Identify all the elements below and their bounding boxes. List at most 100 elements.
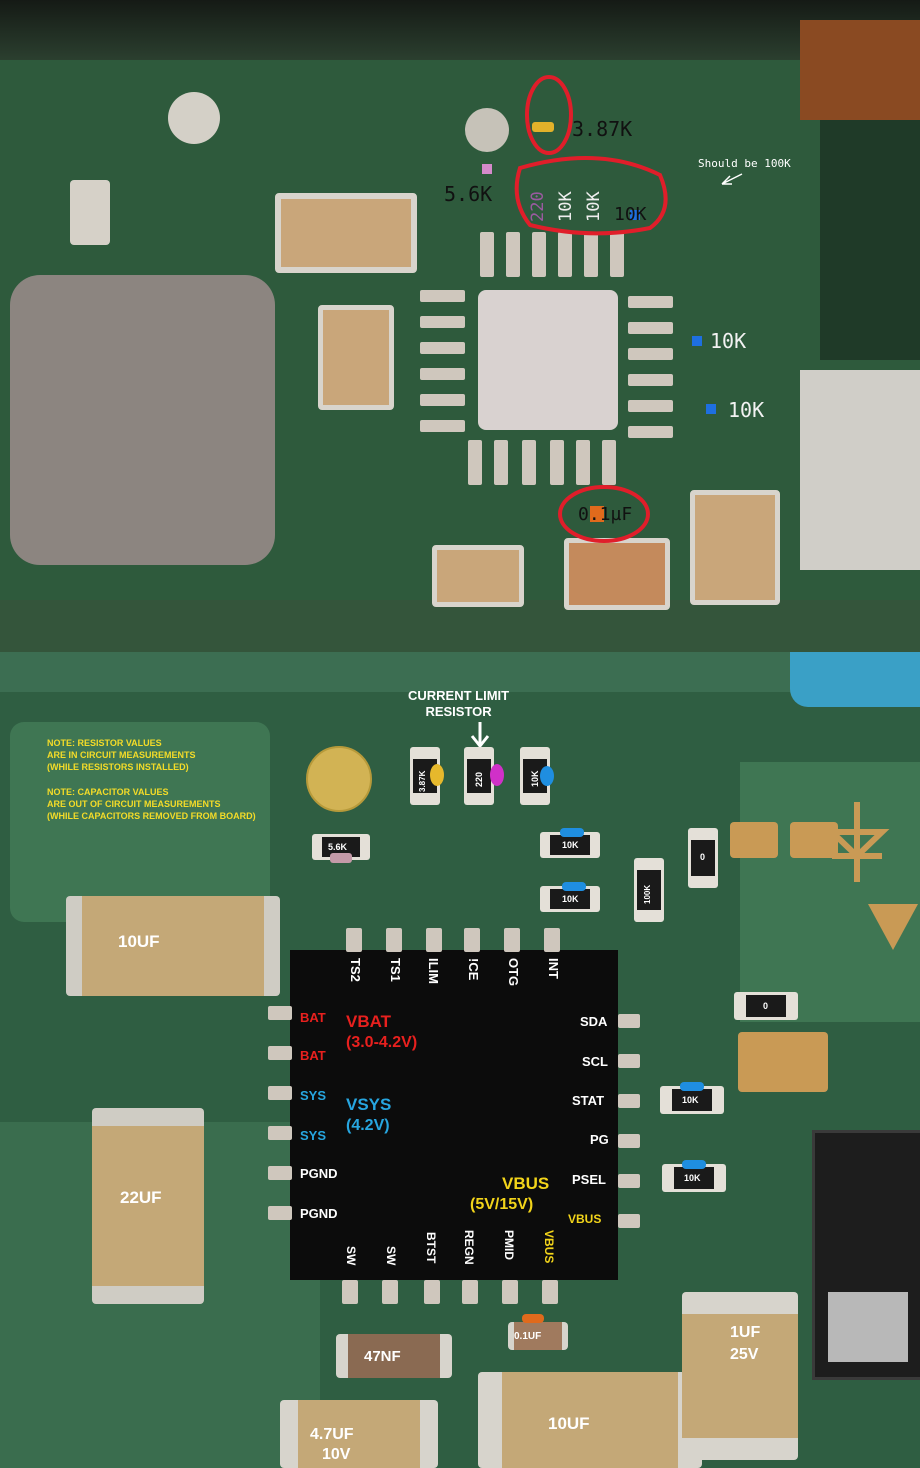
ic-pin [506, 232, 520, 277]
rail-vbus: VBUS [502, 1174, 550, 1193]
capacitor-22uf: 22UF [92, 1108, 204, 1304]
pin-ts2: TS2 [348, 958, 363, 982]
label-10k-a: 10K [556, 191, 576, 222]
ic-pin [464, 928, 480, 952]
resistor-label: 0 [763, 1001, 769, 1011]
copper-pad [730, 822, 778, 858]
ic-pin [628, 426, 673, 438]
capacitor-voltage: 10V [322, 1446, 351, 1463]
orange-connector [800, 20, 920, 120]
charger-ic [290, 950, 618, 1280]
resistor-0-b: 0 [734, 992, 798, 1020]
test-point [168, 92, 220, 144]
ic-pin [502, 1280, 518, 1304]
ic-pin [628, 400, 673, 412]
marker-orange [522, 1314, 544, 1323]
resistor-label: 10K [682, 1095, 699, 1105]
ic-pin [532, 232, 546, 277]
capacitor-voltage: 25V [730, 1346, 759, 1363]
resistor-10k-psel: 10K [662, 1164, 726, 1192]
ic-pin [544, 928, 560, 952]
capacitor [318, 305, 394, 410]
rail-vsys: VSYS [346, 1095, 392, 1114]
resistor-220: 220 [464, 747, 494, 805]
board-edge-bottom [0, 600, 920, 652]
annotation-circles [514, 75, 743, 543]
capacitor-4-7uf: 4.7UF 10V [280, 1400, 438, 1468]
resistor-label: 10K [684, 1173, 701, 1183]
pin-sda: SDA [580, 1014, 608, 1029]
capacitor-label: 10UF [118, 932, 160, 951]
capacitor-1uf: 1UF 25V [682, 1292, 798, 1460]
marker-blue [562, 882, 586, 891]
connector-housing [828, 1292, 908, 1362]
ic-pin [576, 440, 590, 485]
capacitor-10uf-bottom: 10UF [478, 1372, 702, 1468]
marker-blue [540, 766, 554, 786]
pin-sw-2: SW [384, 1246, 398, 1266]
capacitor-label: 1UF [730, 1324, 761, 1341]
resistor-10k-top: 10K [520, 747, 550, 805]
marker-pink [330, 853, 352, 863]
resistor-marker-blue [630, 210, 640, 220]
resistor-label: 10K [530, 770, 540, 787]
ic-pin [420, 342, 465, 354]
copper-pad [790, 822, 838, 858]
ic-pin [268, 1126, 292, 1140]
label-10k-e: 10K [728, 398, 765, 422]
label-10k-c: 10K [614, 204, 647, 225]
ic-pin [628, 322, 673, 334]
ic-pin [468, 440, 482, 485]
triangle-pad [868, 904, 918, 950]
capacitor [70, 180, 110, 245]
ic-pin [268, 1046, 292, 1060]
pin-sys-2: SYS [300, 1128, 327, 1143]
cyan-corner [790, 652, 920, 707]
pin-ilim: ILIM [426, 958, 441, 984]
resistor-label: 3.87K [418, 770, 427, 792]
capacitor [690, 490, 780, 605]
ic-pin [420, 420, 465, 432]
ic-pin [420, 368, 465, 380]
resistor-marker-yellow [532, 122, 554, 132]
note-resistor-values: NOTE: RESISTOR VALUES ARE IN CIRCUIT MEA… [47, 738, 196, 772]
resistor-label: 10K [562, 840, 579, 850]
rail-vbat: VBAT [346, 1012, 392, 1031]
pin-pgnd-1: PGND [300, 1166, 338, 1181]
note-arrow [721, 173, 743, 185]
capacitor-10uf-left: 10UF [66, 896, 280, 996]
pin-btst: BTST [424, 1232, 438, 1264]
ic-pin [342, 1280, 358, 1304]
pin-int: INT [546, 958, 561, 979]
red-circle-group [514, 156, 668, 236]
label-10k-d: 10K [710, 329, 747, 353]
ic-pin [268, 1006, 292, 1020]
note-capacitor-values: NOTE: CAPACITOR VALUES ARE OUT OF CIRCUI… [47, 787, 256, 821]
resistor-10k-1: 10K [540, 832, 600, 858]
capacitor-label: 4.7UF [310, 1426, 354, 1443]
ic-pin [480, 232, 494, 277]
red-circle-cap [558, 485, 650, 543]
ic-pin [420, 290, 465, 302]
pin-psel: PSEL [572, 1172, 606, 1187]
ic-pin [610, 232, 624, 277]
ic-pin [346, 928, 362, 952]
label-cap-0-1uf: 0.1µF [578, 504, 633, 525]
ic-pin [618, 1054, 640, 1068]
bottom-pcb-photo: CURRENT LIMIT RESISTOR NOTE: RESISTOR VA… [0, 652, 920, 1468]
note-should-be-100k: Should be 100K [698, 157, 791, 170]
ic-pin [426, 928, 442, 952]
current-limit-label: CURRENT LIMIT RESISTOR [408, 688, 510, 719]
pin-ts1: TS1 [388, 958, 403, 982]
ic-pin [522, 440, 536, 485]
ic-pin [618, 1014, 640, 1028]
capacitor-label: 22UF [120, 1188, 162, 1207]
red-circle-387k [525, 75, 573, 155]
ic-pin [268, 1086, 292, 1100]
marker-blue [560, 828, 584, 837]
ic-pin [386, 928, 402, 952]
ic-pin [542, 1280, 558, 1304]
ic-pin [618, 1174, 640, 1188]
pin-ce: !CE [466, 958, 481, 981]
pin-sw-1: SW [344, 1246, 358, 1266]
